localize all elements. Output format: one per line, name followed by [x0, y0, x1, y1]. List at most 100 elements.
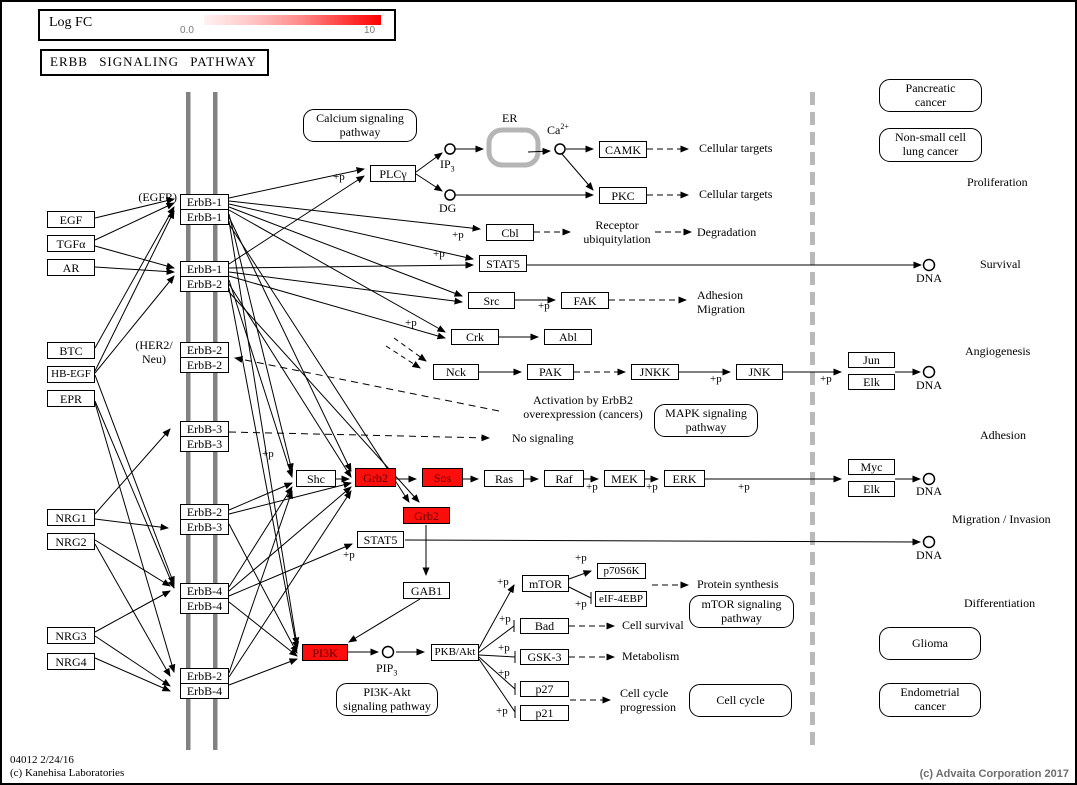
pathway-pi3k-akt[interactable]: PI3K-Akt signaling pathway — [336, 683, 438, 716]
node-hbegf[interactable]: HB-EGF — [47, 366, 95, 383]
node-epr[interactable]: EPR — [47, 390, 95, 407]
pathway-calcium-signaling[interactable]: Calcium signaling pathway — [303, 109, 417, 142]
node-nck[interactable]: Nck — [433, 364, 479, 380]
node-p70s6k[interactable]: p70S6K — [597, 563, 646, 579]
node-erbb2-pair3-top[interactable]: ErbB-2 — [180, 342, 229, 358]
pathway-mtor-signaling[interactable]: mTOR signaling pathway — [689, 595, 794, 628]
node-erbb2-pair7-top[interactable]: ErbB-2 — [180, 668, 229, 684]
disease-endometrial-cancer[interactable]: Endometrial cancer — [879, 683, 981, 717]
node-elk-upper[interactable]: Elk — [848, 374, 895, 390]
label-cell-survival: Cell survival — [622, 618, 684, 632]
node-ar[interactable]: AR — [47, 259, 95, 276]
phospho-label-plcg: +p — [333, 171, 345, 183]
node-plcg[interactable]: PLCγ — [370, 165, 416, 182]
node-nrg4[interactable]: NRG4 — [47, 653, 95, 670]
label-er: ER — [502, 111, 518, 125]
node-crk[interactable]: Crk — [451, 329, 499, 345]
node-grb2-lower[interactable]: Grb2 — [403, 507, 450, 524]
node-sos[interactable]: Sos — [422, 468, 463, 487]
node-jnkk[interactable]: JNKK — [631, 364, 679, 380]
legend-max: 10 — [364, 25, 376, 36]
node-erbb1-pair2-top[interactable]: ErbB-1 — [180, 261, 229, 277]
node-pkc[interactable]: PKC — [599, 187, 647, 204]
phospho-label-p27: +p — [498, 667, 510, 679]
phospho-label-fak: +p — [538, 300, 550, 312]
label-no-signaling: No signaling — [512, 431, 574, 445]
pathway-cell-cycle[interactable]: Cell cycle — [689, 684, 792, 717]
node-raf[interactable]: Raf — [544, 470, 584, 487]
phospho-label-raf-mek: +p — [586, 481, 598, 493]
label-dg: DG — [439, 201, 457, 215]
node-pak[interactable]: PAK — [527, 364, 574, 380]
node-nrg1[interactable]: NRG1 — [47, 509, 95, 526]
node-jun[interactable]: Jun — [848, 352, 895, 368]
label-degradation: Degradation — [697, 225, 757, 239]
node-cbl[interactable]: Cbl — [486, 224, 534, 241]
node-fak[interactable]: FAK — [561, 292, 609, 309]
node-egf[interactable]: EGF — [47, 211, 95, 228]
node-pkb-akt[interactable]: PKB/Akt — [431, 644, 479, 661]
node-eif4ebp[interactable]: eIF-4EBP — [595, 591, 647, 607]
node-pi3k[interactable]: PI3K — [302, 644, 348, 661]
node-myc[interactable]: Myc — [848, 459, 895, 475]
node-ras[interactable]: Ras — [484, 470, 524, 487]
label-survival: Survival — [980, 257, 1021, 271]
phospho-label-crk: +p — [405, 317, 417, 329]
label-adhesion-migration: Adhesion Migration — [697, 288, 745, 316]
disease-glioma[interactable]: Glioma — [879, 627, 981, 660]
node-mtor[interactable]: mTOR — [522, 575, 569, 592]
node-src[interactable]: Src — [468, 292, 515, 309]
label-receptor-ubiquitylation: Receptor ubiquitylation — [583, 218, 651, 246]
node-btc[interactable]: BTC — [47, 342, 95, 359]
node-erbb2-pair2-bottom[interactable]: ErbB-2 — [180, 276, 229, 292]
kanehisa-credit: (c) Kanehisa Laboratories — [10, 767, 125, 780]
node-erbb3-pair4-bottom[interactable]: ErbB-3 — [180, 436, 229, 452]
node-erbb4-pair7-bottom[interactable]: ErbB-4 — [180, 683, 229, 699]
node-p21[interactable]: p21 — [520, 705, 569, 721]
node-erbb2-pair5-top[interactable]: ErbB-2 — [180, 504, 229, 520]
legend-label: Log FC — [49, 15, 93, 30]
disease-pancreatic-cancer[interactable]: Pancreatic cancer — [879, 79, 982, 112]
node-elk-lower[interactable]: Elk — [848, 481, 895, 497]
node-erbb3-pair4-top[interactable]: ErbB-3 — [180, 421, 229, 437]
node-stat5-lower[interactable]: STAT5 — [357, 531, 404, 548]
node-camk[interactable]: CAMK — [599, 141, 647, 158]
node-bad[interactable]: Bad — [520, 618, 569, 634]
phospho-label-jun: +p — [820, 373, 832, 385]
node-nrg2[interactable]: NRG2 — [47, 533, 95, 550]
node-abl[interactable]: Abl — [544, 329, 592, 345]
node-erbb2-pair3-bottom[interactable]: ErbB-2 — [180, 357, 229, 373]
node-gab1[interactable]: GAB1 — [403, 582, 450, 599]
node-erbb4-pair6-bottom[interactable]: ErbB-4 — [180, 598, 229, 614]
node-erbb1-pair1-top[interactable]: ErbB-1 — [180, 194, 229, 210]
node-erk[interactable]: ERK — [664, 470, 705, 487]
er-shape — [486, 127, 541, 168]
advaita-credit: (c) Advaita Corporation 2017 — [919, 768, 1069, 780]
label-angiogenesis: Angiogenesis — [965, 344, 1031, 358]
node-mek[interactable]: MEK — [604, 470, 645, 487]
label-dna-migration: DNA — [916, 484, 942, 498]
node-erbb4-pair6-top[interactable]: ErbB-4 — [180, 583, 229, 599]
node-stat5-upper[interactable]: STAT5 — [479, 255, 527, 272]
node-shc[interactable]: Shc — [296, 470, 336, 487]
node-erbb3-pair5-bottom[interactable]: ErbB-3 — [180, 519, 229, 535]
node-jnk[interactable]: JNK — [736, 364, 783, 380]
pathway-mapk-signaling[interactable]: MAPK signaling pathway — [654, 404, 758, 437]
phospho-label-mtor: +p — [497, 576, 509, 588]
label-her2-neu: (HER2/ Neu) — [135, 338, 173, 366]
phospho-label-cbl: +p — [452, 229, 464, 241]
node-erbb1-pair1-bottom[interactable]: ErbB-1 — [180, 209, 229, 225]
phospho-label-shc: +p — [262, 448, 274, 460]
node-nrg3[interactable]: NRG3 — [47, 627, 95, 644]
label-dna-angiogenesis: DNA — [916, 378, 942, 392]
node-gsk3[interactable]: GSK-3 — [520, 649, 569, 665]
node-p27[interactable]: p27 — [520, 681, 569, 697]
legend-gradient — [204, 15, 381, 25]
node-tgfa[interactable]: TGFα — [47, 235, 95, 252]
disease-nsclc[interactable]: Non-small cell lung cancer — [879, 128, 982, 162]
logfc-legend: Log FC 0.0 10 — [38, 9, 396, 41]
node-grb2-upper[interactable]: Grb2 — [355, 468, 396, 487]
label-cellular-targets-1: Cellular targets — [699, 141, 773, 155]
label-migration-invasion: Migration / Invasion — [952, 512, 1051, 526]
